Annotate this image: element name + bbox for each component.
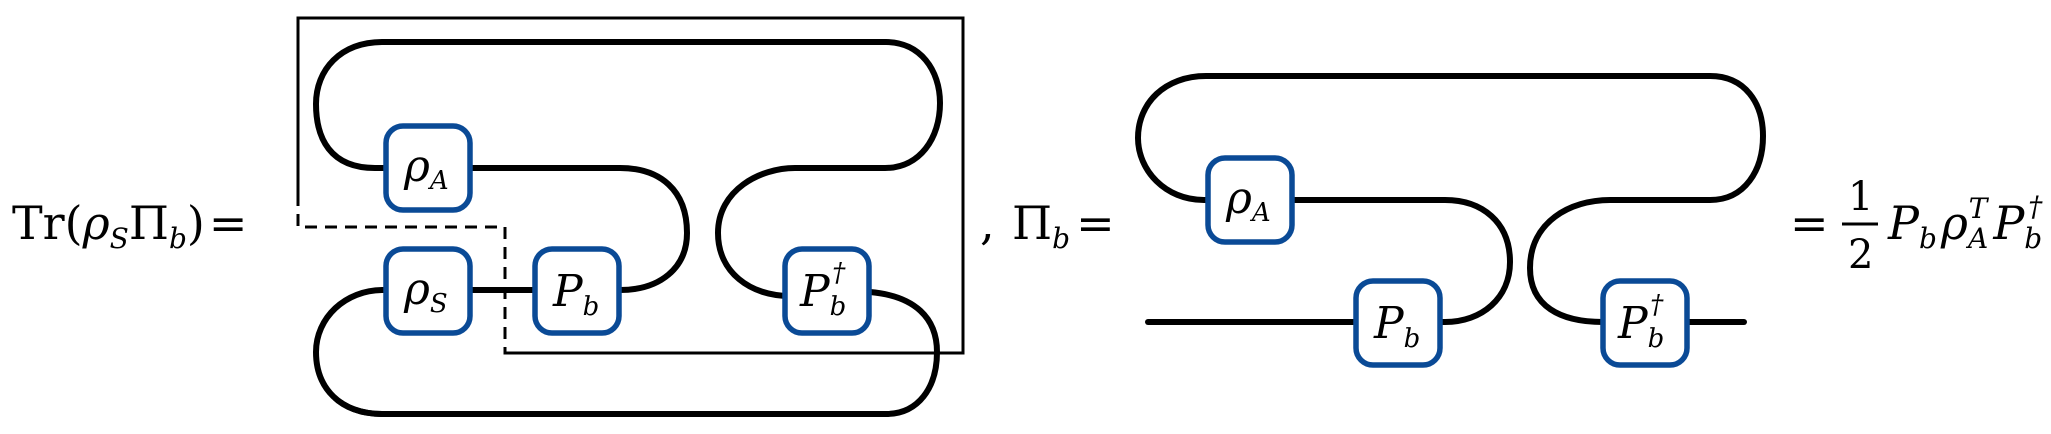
pi-b-definition: Πb= <box>1012 196 1115 255</box>
trace-symbol: Tr <box>12 196 65 250</box>
svg-text:Pb†: Pb† <box>799 258 846 322</box>
box-p-b: Pb <box>532 246 622 336</box>
dashed-partial-trace-outline <box>296 16 965 355</box>
box-rho-s: ρS <box>383 246 473 336</box>
wire-top-loop-2 <box>1135 73 1766 325</box>
pi-subscript: b <box>169 222 187 255</box>
svg-text:Pb: Pb <box>552 266 599 322</box>
open-paren: ( <box>65 196 83 250</box>
pi-subscript: b <box>1052 222 1070 255</box>
svg-text:Pb†: Pb† <box>1617 290 1664 354</box>
equals-sign: = <box>209 196 248 250</box>
wire-rho-a-to-pb-2 <box>1290 197 1513 325</box>
pi-symbol: Π <box>1012 196 1052 250</box>
wire-rho-a-to-pb <box>468 165 690 293</box>
pi-symbol: Π <box>129 196 169 250</box>
trace-diagram: ρA ρS Pb Pb† <box>290 16 965 417</box>
projector-diagram: ρA Pb Pb† <box>1135 73 1766 368</box>
equals-sign: = <box>1076 196 1115 250</box>
lhs-trace-expression: Tr(ρSΠb)= <box>12 196 247 255</box>
fraction-denominator: 2 <box>1848 232 1873 278</box>
rho-symbol: ρ <box>82 196 110 250</box>
svg-text:ρS: ρS <box>403 264 448 319</box>
fraction-numerator: 1 <box>1848 174 1873 220</box>
box-rho-a-2: ρA <box>1205 155 1295 245</box>
close-paren: ) <box>187 196 205 250</box>
wire-top-loop <box>313 39 943 299</box>
svg-text:ρA: ρA <box>1225 173 1271 228</box>
box-p-b-2: Pb <box>1353 278 1443 368</box>
svg-text:Pb: Pb <box>1373 298 1420 354</box>
comma: , <box>980 196 995 250</box>
box-p-b-dagger-2: Pb† <box>1600 278 1690 368</box>
box-rho-a: ρA <box>383 123 473 213</box>
rhs-equals: = <box>1790 196 1829 250</box>
rho-subscript: S <box>110 222 129 255</box>
svg-text:ρA: ρA <box>403 141 449 196</box>
box-p-b-dagger: Pb† <box>782 246 872 336</box>
wire-bottom-loop-left <box>313 287 423 417</box>
